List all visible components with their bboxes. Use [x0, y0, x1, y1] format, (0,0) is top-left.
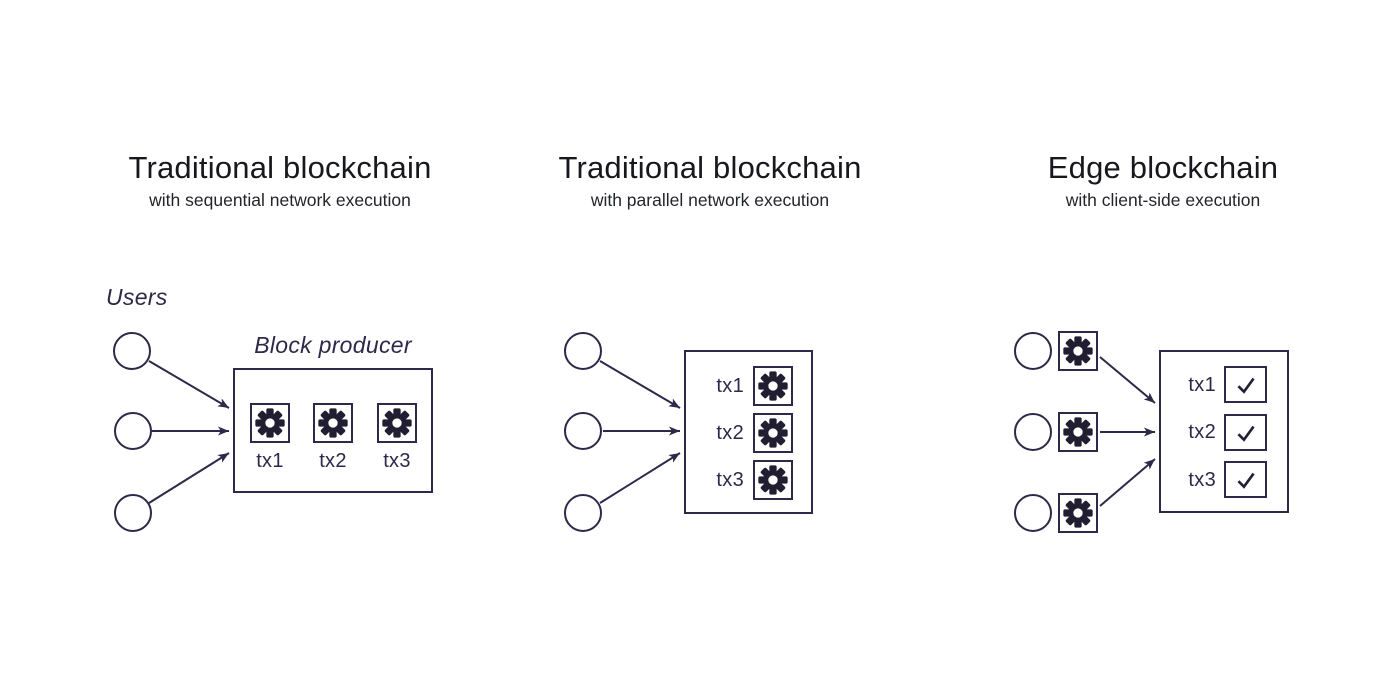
user-circle — [114, 494, 152, 532]
gear-icon — [318, 408, 348, 438]
gear-icon — [1063, 336, 1093, 366]
user-circle — [1014, 494, 1052, 532]
column-2-header: Traditional blockchain with parallel net… — [510, 150, 910, 211]
user-circle — [1014, 332, 1052, 370]
gear-icon — [255, 408, 285, 438]
tx2-check-box — [1224, 414, 1267, 451]
check-icon — [1236, 376, 1255, 393]
gear-icon — [758, 371, 788, 401]
arrow-user3-to-block — [599, 452, 681, 504]
user-circle — [564, 494, 602, 532]
tx-label: tx3 — [383, 450, 411, 472]
tx1-gear-box — [250, 403, 290, 443]
client-gear-box — [1058, 493, 1098, 533]
user-circle — [564, 332, 602, 370]
gear-icon — [758, 465, 788, 495]
user-circle — [564, 412, 602, 450]
user-circle — [114, 412, 152, 450]
tx-label: tx2 — [319, 450, 347, 472]
tx-label: tx1 — [256, 450, 284, 472]
tx-label: tx2 — [1188, 421, 1216, 443]
arrow-user1-to-block — [599, 360, 681, 409]
arrow-user3-to-producer — [148, 452, 230, 504]
gear-icon — [1063, 498, 1093, 528]
arrow-client3-to-block — [1099, 458, 1156, 507]
tx1-check-box — [1224, 366, 1267, 403]
diagram-3-subtitle: with client-side execution — [1065, 189, 1261, 210]
users-label: Users — [106, 284, 168, 310]
tx-label: tx1 — [1188, 374, 1216, 396]
tx3-gear-box — [377, 403, 417, 443]
user-circle — [1014, 413, 1052, 451]
tx2-gear-box — [313, 403, 353, 443]
tx-label: tx3 — [716, 469, 744, 491]
diagram-1-title: Traditional blockchain — [128, 150, 432, 185]
arrow-client1-to-block — [1099, 356, 1156, 404]
check-icon — [1236, 424, 1255, 441]
arrow-user1-to-producer — [148, 360, 230, 409]
column-1-header: Traditional blockchain with sequential n… — [80, 150, 480, 211]
tx1-gear-box — [753, 366, 793, 406]
tx3-gear-box — [753, 460, 793, 500]
tx-label: tx3 — [1188, 469, 1216, 491]
gear-icon — [382, 408, 412, 438]
client-gear-box — [1058, 331, 1098, 371]
tx2-gear-box — [753, 413, 793, 453]
gear-icon — [758, 418, 788, 448]
tx3-check-box — [1224, 461, 1267, 498]
diagram-2-subtitle: with parallel network execution — [590, 189, 830, 210]
block-producer-label: Block producer — [254, 332, 412, 358]
gear-icon — [1063, 417, 1093, 447]
check-icon — [1236, 471, 1255, 488]
tx-label: tx2 — [716, 422, 744, 444]
column-3-header: Edge blockchain with client-side executi… — [963, 150, 1363, 211]
tx-label: tx1 — [716, 375, 744, 397]
diagram-3-title: Edge blockchain — [1047, 150, 1279, 185]
user-circle — [113, 332, 151, 370]
diagram-1-subtitle: with sequential network execution — [149, 189, 411, 210]
client-gear-box — [1058, 412, 1098, 452]
diagram-2-title: Traditional blockchain — [558, 150, 862, 185]
